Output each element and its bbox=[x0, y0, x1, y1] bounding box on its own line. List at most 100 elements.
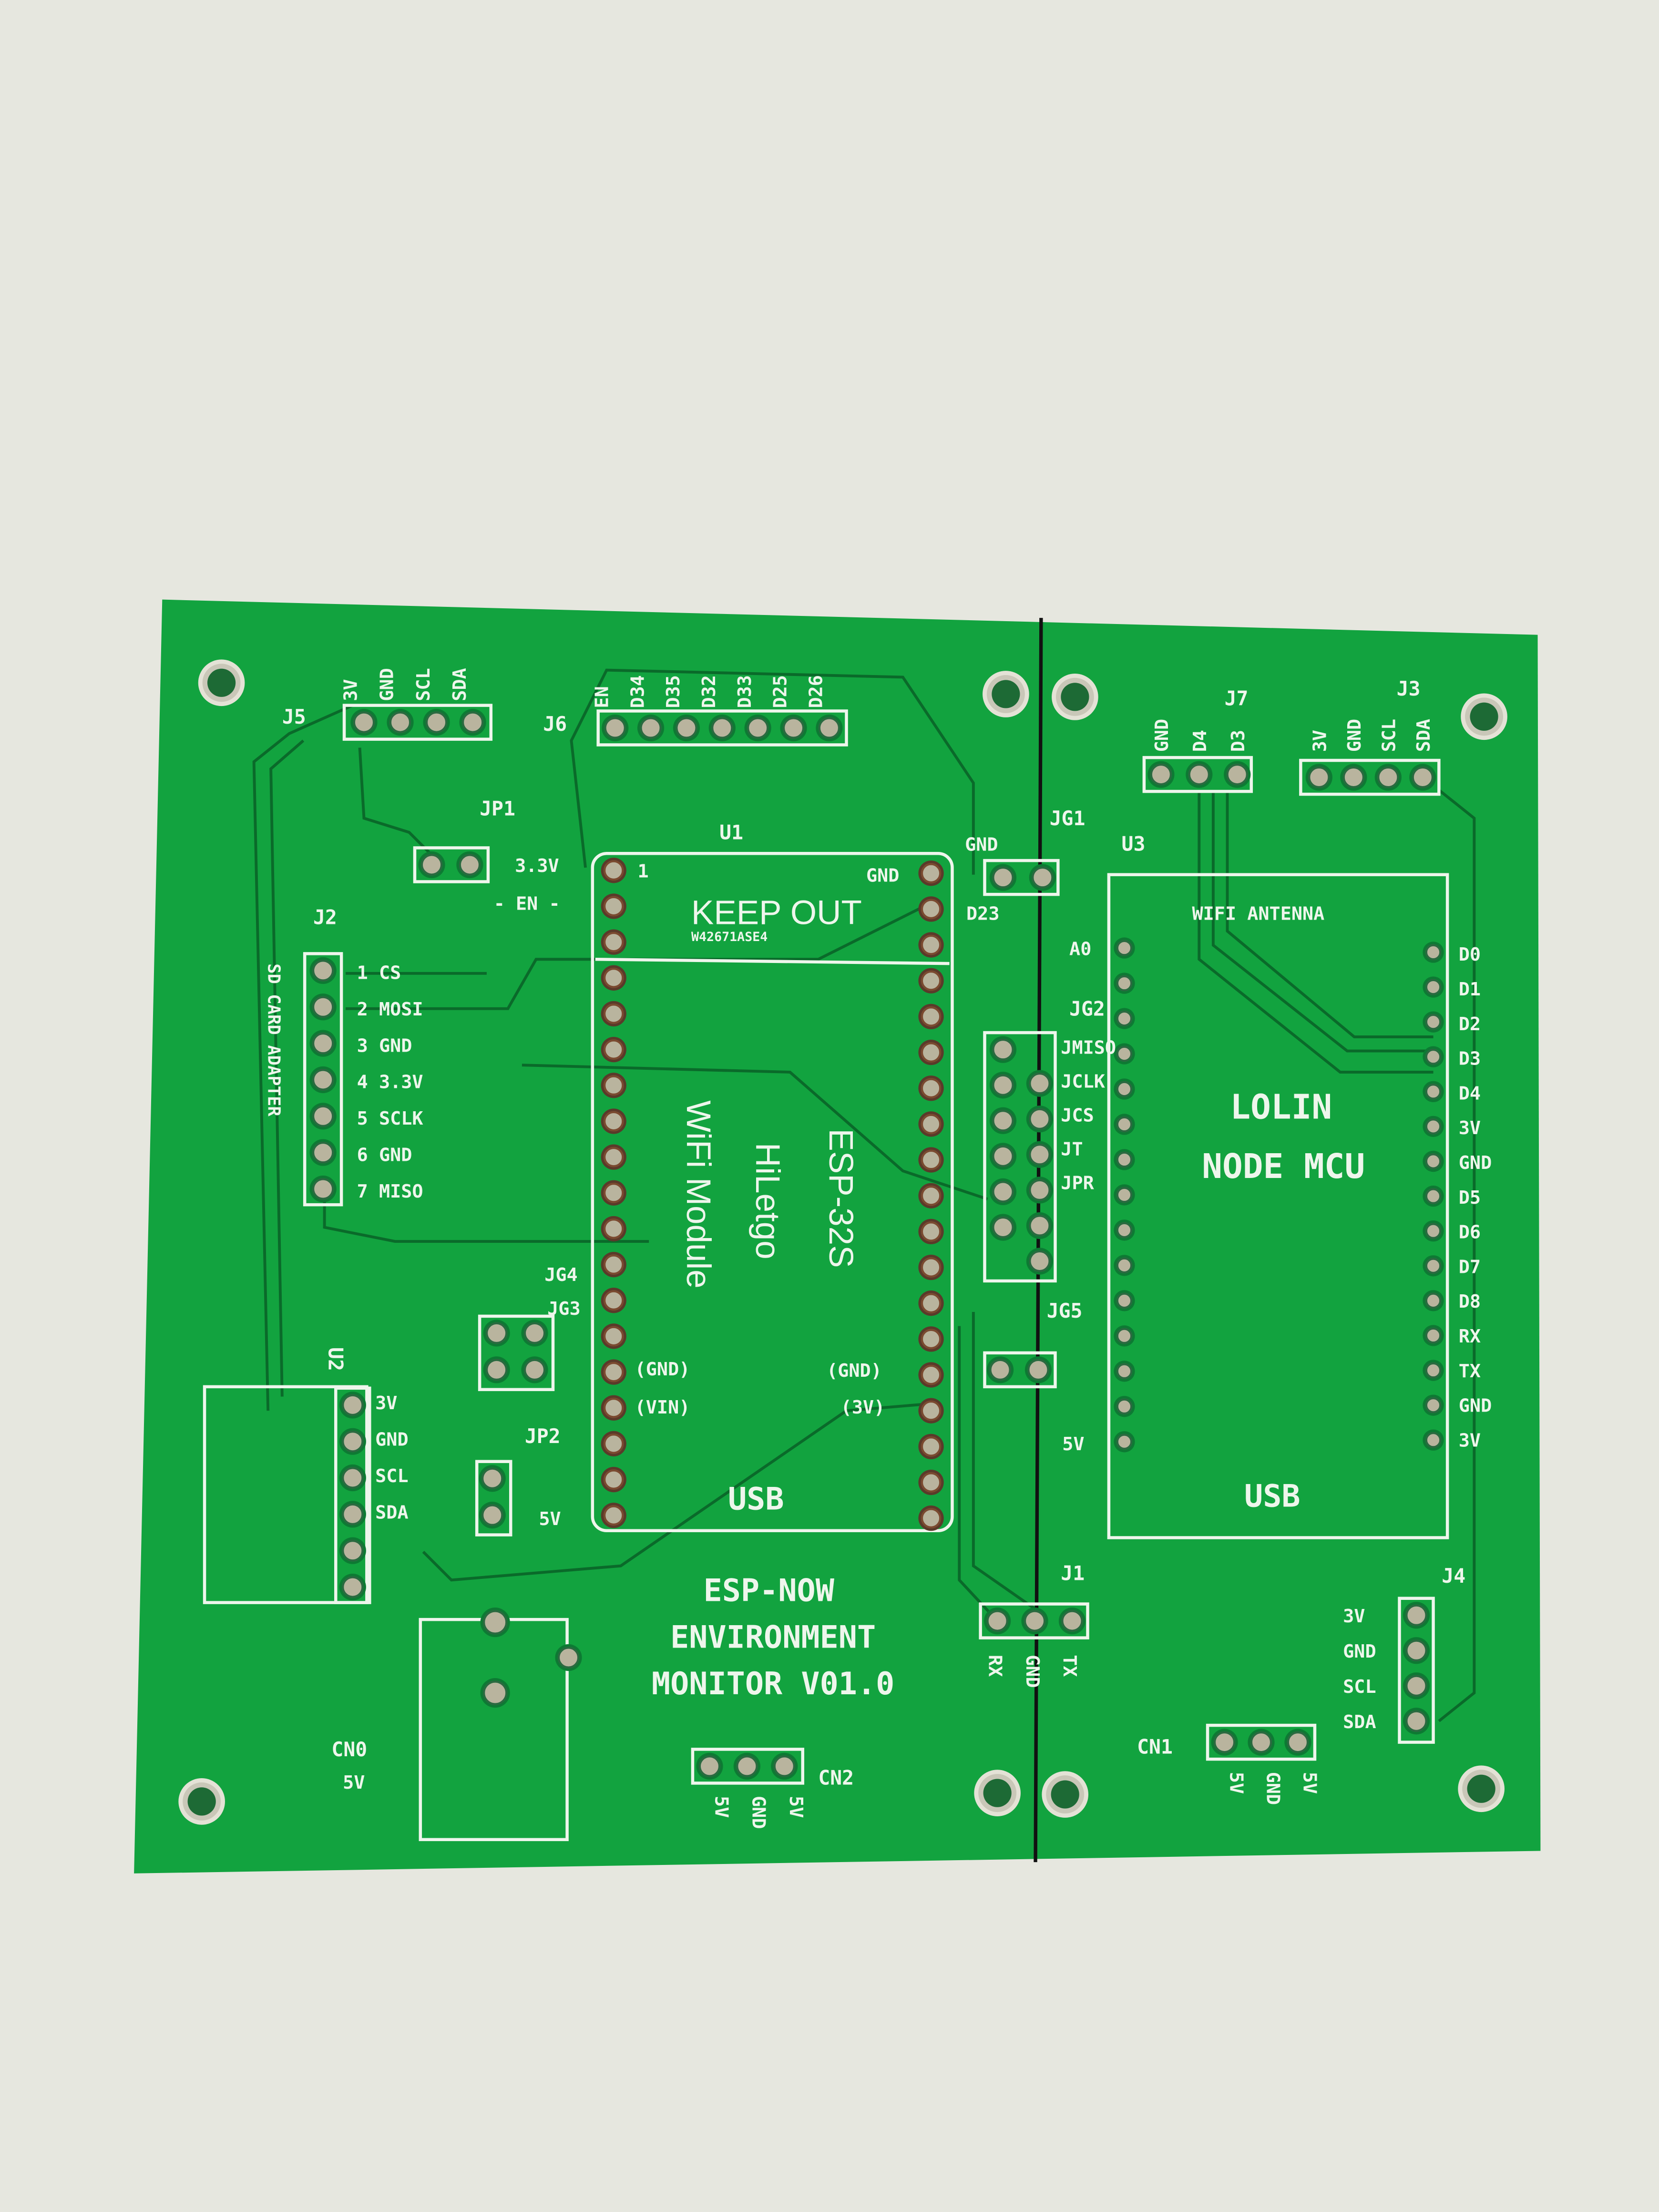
j4-pin-label: 3V bbox=[1343, 1606, 1365, 1627]
solder-pad bbox=[341, 1503, 364, 1526]
solder-pad bbox=[1425, 1048, 1442, 1065]
solder-pad bbox=[921, 1508, 942, 1529]
u1-d23: D23 bbox=[966, 903, 999, 924]
solder-pad bbox=[420, 854, 443, 876]
j3-pin-label: GND bbox=[1344, 719, 1365, 752]
cn0-5v: 5V bbox=[343, 1772, 365, 1793]
solder-pad bbox=[603, 1147, 624, 1167]
traces bbox=[252, 668, 1476, 1722]
solder-pad bbox=[921, 1078, 942, 1099]
solder-pad bbox=[921, 863, 942, 884]
jp1-3v3: 3.3V bbox=[515, 855, 559, 877]
j6-pin-label: D35 bbox=[663, 675, 684, 708]
solder-pad bbox=[1116, 940, 1133, 956]
solder-pad bbox=[481, 1467, 503, 1490]
j6-pin-label: D25 bbox=[770, 675, 791, 708]
solder-pad bbox=[603, 967, 624, 988]
solder-pad bbox=[1116, 1292, 1133, 1309]
solder-pad bbox=[523, 1322, 546, 1344]
title-line-3: MONITOR V01.0 bbox=[652, 1666, 894, 1702]
solder-pad bbox=[1116, 1045, 1133, 1062]
solder-pad bbox=[1116, 1434, 1133, 1450]
u2-pin-label: 3V bbox=[375, 1393, 397, 1414]
solder-pad bbox=[1028, 1179, 1051, 1201]
solder-pad bbox=[992, 1180, 1014, 1203]
u1-gnd: GND bbox=[866, 865, 899, 886]
jp2-ref: JP2 bbox=[525, 1425, 561, 1448]
solder-pad bbox=[1028, 1250, 1051, 1272]
u3-pin-label: D7 bbox=[1459, 1256, 1481, 1278]
solder-pad bbox=[782, 717, 805, 739]
u1-vin: (VIN) bbox=[635, 1397, 690, 1418]
mounting-hole-center bbox=[1470, 702, 1498, 731]
solder-pad bbox=[921, 970, 942, 991]
jg2-pin-label: JCS bbox=[1061, 1105, 1094, 1126]
solder-pad bbox=[1405, 1675, 1427, 1697]
j6-pin-label: D32 bbox=[698, 675, 720, 708]
solder-pad bbox=[1412, 766, 1434, 789]
jg1-gnd: GND bbox=[965, 834, 998, 855]
solder-pad bbox=[773, 1755, 796, 1777]
u3-ref: U3 bbox=[1122, 832, 1146, 855]
solder-pad bbox=[603, 1397, 624, 1418]
solder-pad bbox=[1425, 1153, 1442, 1170]
solder-pad bbox=[1425, 1083, 1442, 1100]
cn1-pin-label: 5V bbox=[1299, 1772, 1320, 1794]
cn1-pin-label: 5V bbox=[1225, 1772, 1247, 1794]
solder-pad bbox=[1028, 1108, 1051, 1130]
mounting-hole-center bbox=[983, 1779, 1012, 1807]
u3-pin-label: GND bbox=[1459, 1395, 1492, 1417]
j4-pin-label: SCL bbox=[1343, 1676, 1376, 1698]
j2-pin-label: 6 GND bbox=[357, 1144, 412, 1166]
u2-pin-label: SCL bbox=[375, 1465, 408, 1487]
solder-pad bbox=[603, 1111, 624, 1132]
solder-pad bbox=[603, 1505, 624, 1526]
solder-pad bbox=[312, 959, 334, 982]
solder-pad bbox=[425, 711, 448, 734]
solder-pad bbox=[1425, 1327, 1442, 1344]
solder-pad bbox=[992, 1074, 1014, 1096]
title-line-1: ESP-NOW bbox=[704, 1573, 835, 1609]
mounting-hole-center bbox=[1051, 1780, 1079, 1809]
u1-ref: U1 bbox=[719, 821, 743, 844]
solder-pad bbox=[640, 717, 662, 739]
solder-pad bbox=[603, 1004, 624, 1024]
u1-gnd-right: (GND) bbox=[827, 1360, 882, 1382]
u3-pin-label: 3V bbox=[1459, 1430, 1481, 1451]
j3-ref: J3 bbox=[1397, 677, 1421, 700]
solder-pad bbox=[921, 1436, 942, 1457]
solder-pad bbox=[389, 711, 411, 734]
solder-pad bbox=[1116, 1151, 1133, 1168]
solder-pad bbox=[921, 1293, 942, 1314]
j7-pin-label: D3 bbox=[1228, 730, 1249, 752]
u1-keepout: KEEP OUT bbox=[691, 894, 862, 932]
solder-pad bbox=[921, 1149, 942, 1170]
board-split-line bbox=[1034, 618, 1043, 1863]
u1-brand: HiLetgo bbox=[748, 1143, 786, 1260]
u3-name-2: NODE MCU bbox=[1202, 1147, 1365, 1186]
solder-pad bbox=[341, 1394, 364, 1416]
solder-pad bbox=[461, 711, 484, 734]
solder-pad bbox=[1425, 979, 1442, 995]
j2-pin-label: 1 CS bbox=[357, 963, 401, 984]
solder-pad bbox=[603, 1254, 624, 1275]
solder-pad bbox=[341, 1576, 364, 1598]
j6-pin-label: D26 bbox=[806, 675, 827, 708]
solder-pad bbox=[921, 1114, 942, 1135]
solder-pad bbox=[1027, 1359, 1049, 1381]
solder-pad bbox=[341, 1539, 364, 1562]
j1-pin-label: TX bbox=[1059, 1655, 1080, 1677]
solder-pad bbox=[1425, 1432, 1442, 1448]
u1-desc: WiFi Module bbox=[679, 1100, 717, 1289]
mounting-hole-center bbox=[187, 1787, 216, 1816]
solder-pad bbox=[1116, 1010, 1133, 1027]
solder-pad bbox=[1425, 1014, 1442, 1030]
mounting-hole-center bbox=[1467, 1774, 1495, 1803]
solder-pad bbox=[711, 717, 733, 739]
u3-pin-label: 3V bbox=[1459, 1117, 1481, 1139]
jg1-ref: JG1 bbox=[1050, 807, 1086, 830]
pads bbox=[309, 708, 1444, 1780]
solder-pad bbox=[603, 896, 624, 917]
solder-pad bbox=[1425, 1223, 1442, 1239]
